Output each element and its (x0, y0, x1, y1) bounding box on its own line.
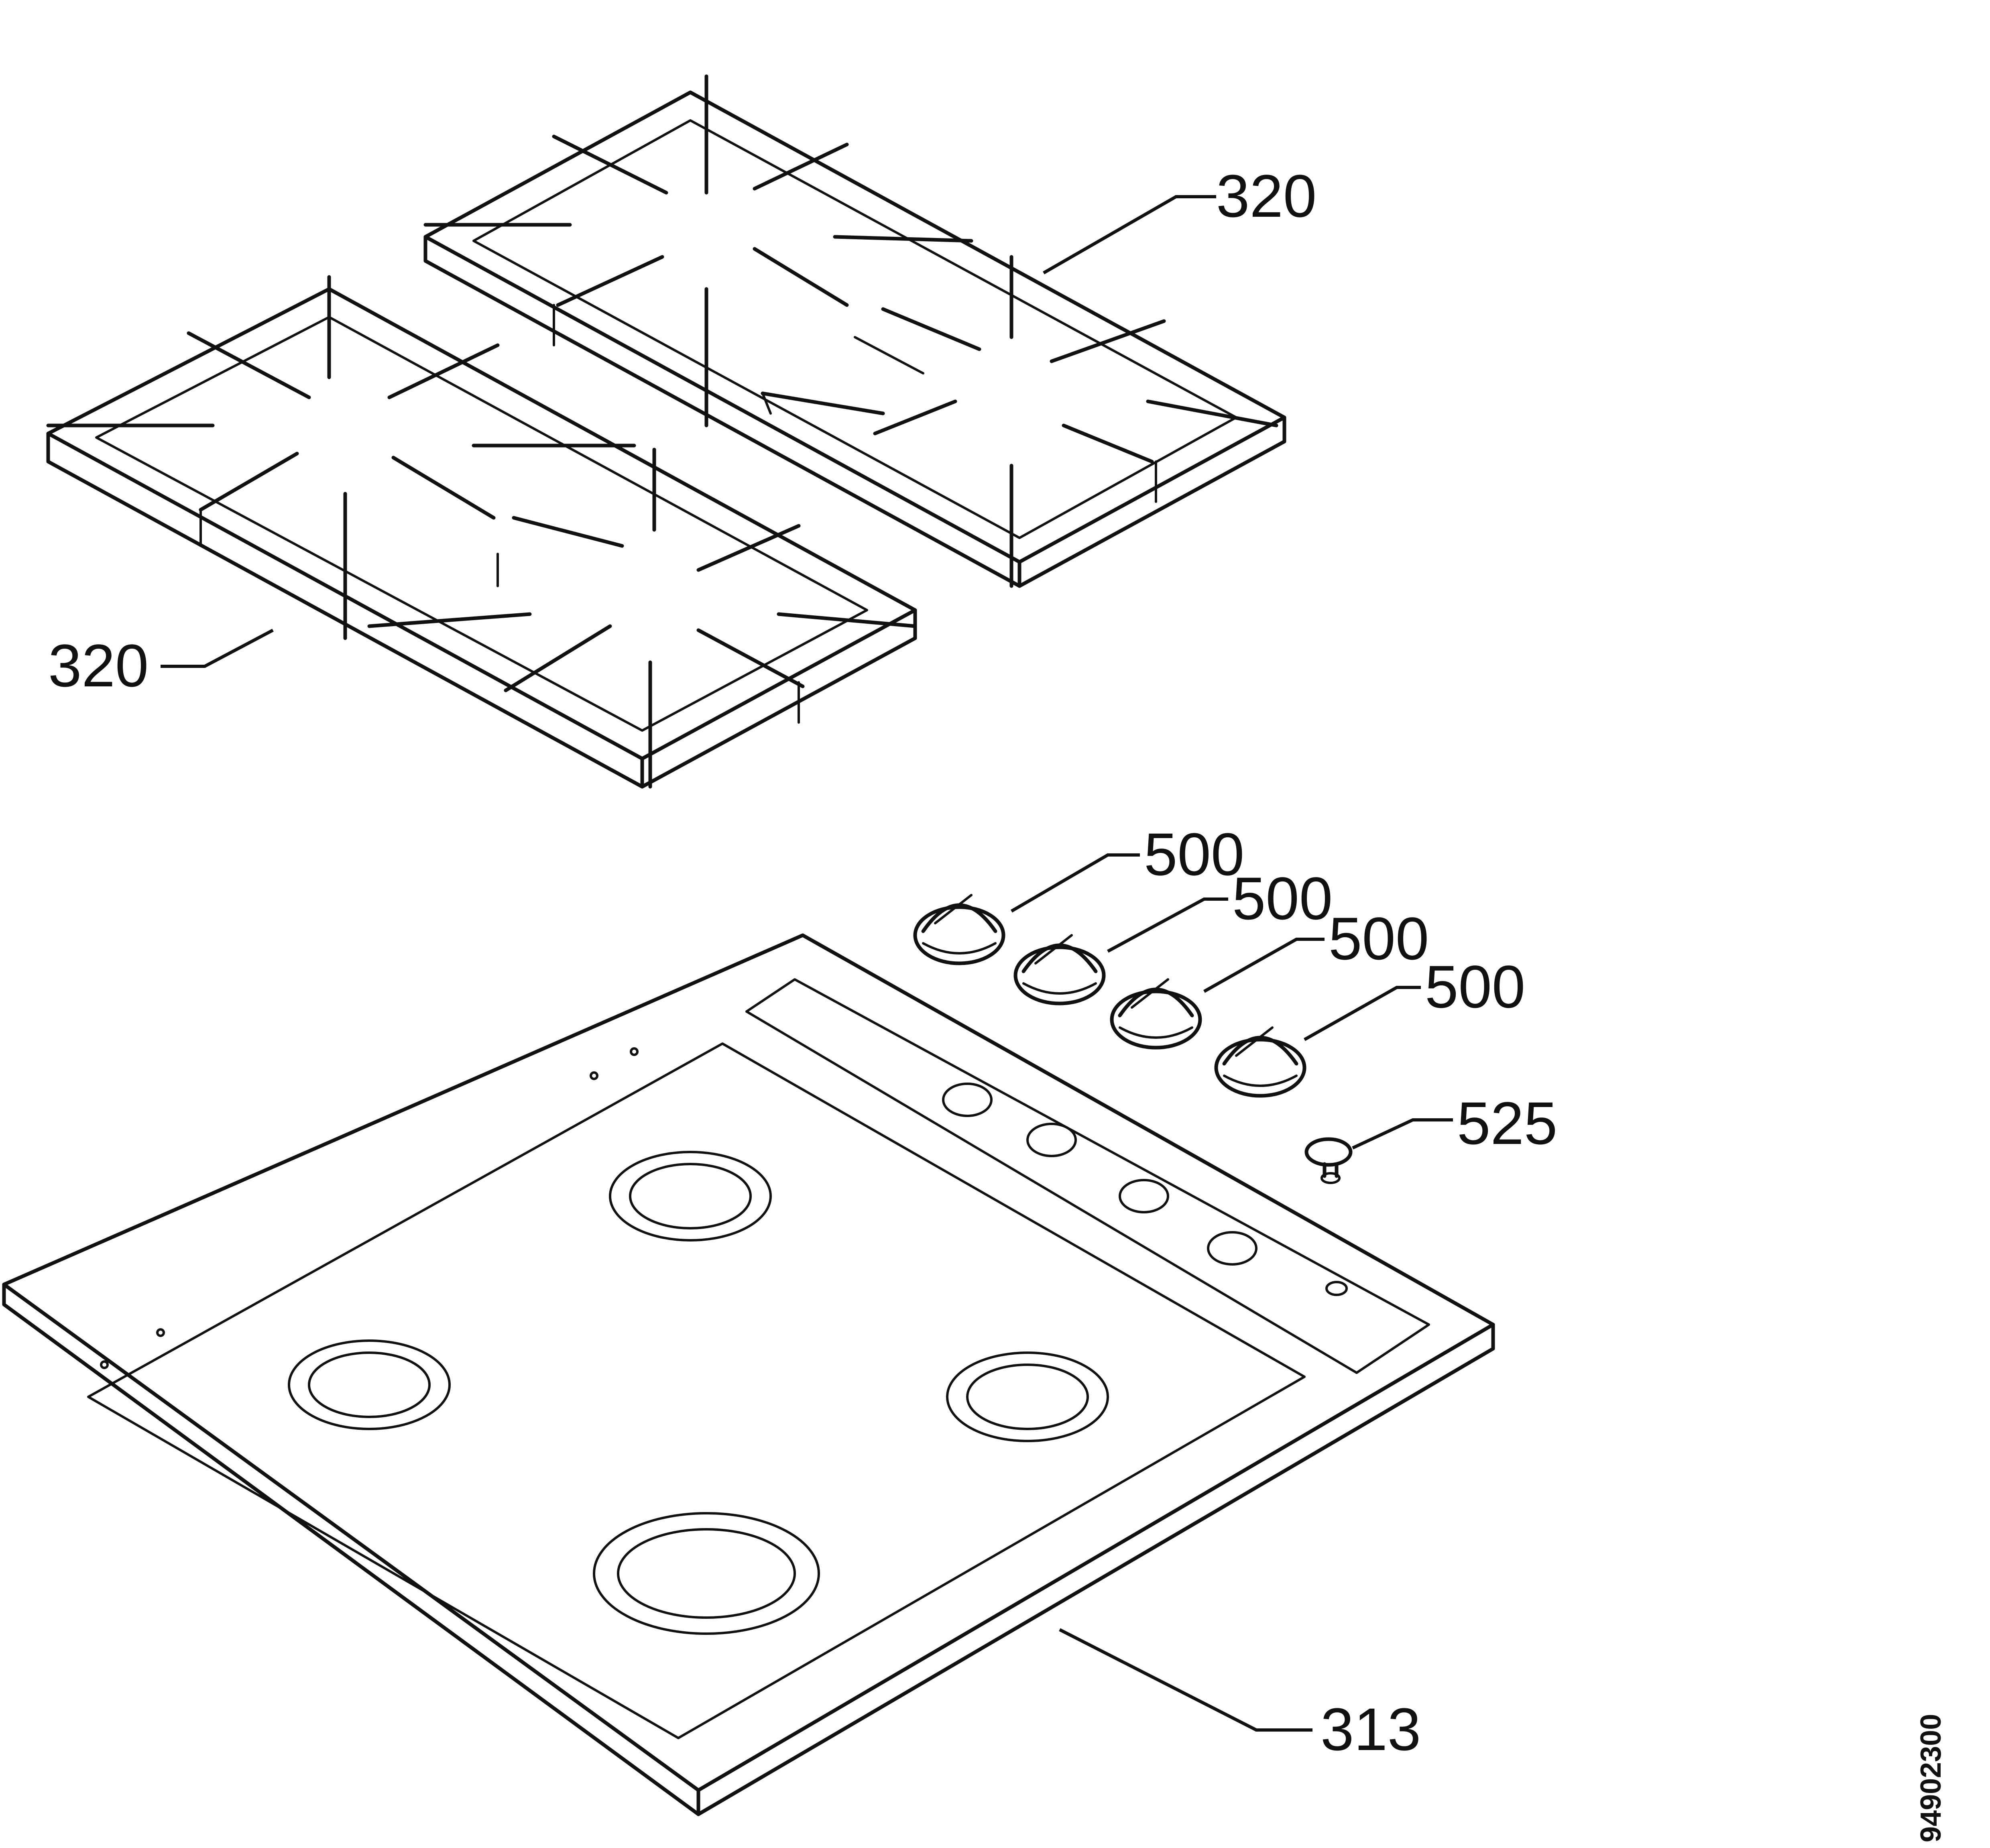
control-knob-3 (1110, 978, 1202, 1050)
leader-lines (161, 195, 1453, 1732)
callout-pan-support-lower: 320 (48, 632, 149, 699)
control-knob-1 (913, 894, 1005, 965)
control-knob-2 (1013, 934, 1106, 1005)
callout-knob-2: 500 (1232, 865, 1333, 932)
control-knob-4 (1214, 1026, 1306, 1098)
hob-top (2, 933, 1495, 1816)
pan-support-lower (46, 275, 917, 789)
ignition-button (1304, 1137, 1353, 1184)
drawing-number: 94902300 (1915, 1714, 1947, 1842)
callout-ignition-button: 525 (1457, 1089, 1557, 1157)
callout-knob-4: 500 (1425, 953, 1525, 1020)
callout-knob-1: 500 (1144, 820, 1244, 888)
callout-pan-support-upper: 320 (1216, 162, 1316, 230)
callout-knob-3: 500 (1329, 905, 1429, 972)
pan-support-upper (423, 74, 1286, 588)
callout-hob-top: 313 (1321, 1695, 1421, 1763)
